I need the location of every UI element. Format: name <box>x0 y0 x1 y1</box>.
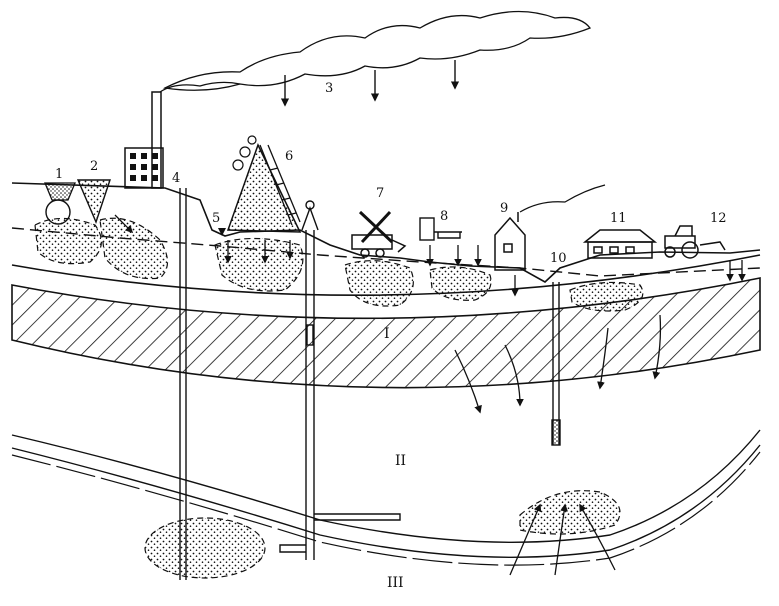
deep-aquifer-line-3 <box>11 451 761 566</box>
label-10: 10 <box>550 251 567 266</box>
deep-lens-plume <box>519 490 621 535</box>
layer-label-I: I <box>384 326 390 342</box>
upward-arrows <box>509 503 616 576</box>
mining-equipment-7 <box>351 210 407 258</box>
tractor-12 <box>664 225 726 259</box>
smoke-cloud <box>162 10 592 91</box>
house-9 <box>494 212 526 271</box>
waste-heap-6 <box>226 143 302 233</box>
plume-7 <box>344 260 414 307</box>
factory-building <box>124 147 164 189</box>
well-10 <box>551 282 561 446</box>
aquitard-hatched-layer <box>11 277 761 389</box>
layer-label-III: III <box>387 575 404 591</box>
factory-windows <box>130 153 158 181</box>
deep-plume <box>144 517 266 579</box>
plume-2 <box>99 217 169 280</box>
label-7: 7 <box>376 186 384 201</box>
waste-pit-2 <box>76 179 111 224</box>
deep-aquifer-line-2 <box>11 444 761 558</box>
seepage-arrow-1 <box>114 214 134 234</box>
storage-tank-1 <box>44 182 76 201</box>
label-5: 5 <box>212 211 220 226</box>
structure-8 <box>419 217 462 241</box>
seepage-arrows <box>454 314 662 414</box>
label-4: 4 <box>172 171 180 186</box>
label-1: 1 <box>55 167 63 182</box>
chimney <box>151 91 162 189</box>
conveyor-6 <box>259 144 301 226</box>
marker-5 <box>218 228 226 236</box>
arrows-5 <box>224 240 294 264</box>
plume-8 <box>429 266 492 301</box>
precipitation-arrows <box>280 60 460 107</box>
ore-balls <box>232 135 257 171</box>
plume-1 <box>34 217 102 265</box>
ground-surface <box>11 182 761 283</box>
label-2: 2 <box>90 159 98 174</box>
arrows-8 <box>426 245 482 267</box>
water-table-line <box>11 227 761 277</box>
plume-11 <box>569 281 644 312</box>
house-smoke <box>519 184 606 213</box>
label-9: 9 <box>500 201 508 216</box>
farm-building-11 <box>582 229 658 259</box>
pumping-well <box>279 200 401 560</box>
chimney-smoke <box>159 81 241 93</box>
layer-label-II: II <box>395 453 406 469</box>
arrows-12 <box>726 260 746 282</box>
deep-aquifer-line-1 <box>11 429 761 543</box>
label-8: 8 <box>440 209 448 224</box>
deep-well-4 <box>179 188 187 580</box>
label-6: 6 <box>285 149 293 164</box>
label-11: 11 <box>610 211 627 226</box>
label-12: 12 <box>710 211 727 226</box>
plume-5 <box>214 237 304 292</box>
label-3: 3 <box>325 81 333 96</box>
